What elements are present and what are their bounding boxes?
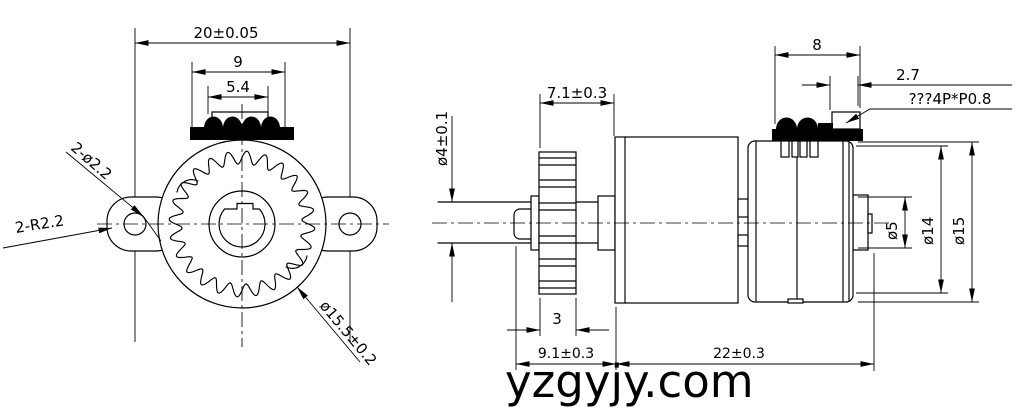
gearbox-bottom-tab [787,298,804,304]
leader-mount-holes-label: 2-ø2.2 [67,138,115,183]
dim-mount-hole-span-label: 20±0.05 [193,24,258,42]
leader-ear-radius-label: 2-R2.2 [14,211,65,236]
dim-shaft-diameter-label: ø4±0.1 [433,111,451,166]
dim-gear-thickness-label: 3 [552,310,562,328]
gear-detail-arc-left [176,179,199,193]
dim-worm-tip-label: 2.7 [896,66,920,84]
dim-worm-tooth-length: 5.4 [207,78,269,114]
dim-gear-to-face: 7.1±0.3 [539,84,615,148]
dim-mount-hole-span: 20±0.05 [135,24,350,46]
dim-worm-length-front-label: 9 [233,53,243,71]
dim-shaft-diameter: ø4±0.1 [433,111,455,302]
dim-cap-diameter: ø15 [858,141,979,303]
dim-body-length: 22±0.3 [616,253,875,371]
dim-body-length-label: 22±0.3 [713,346,765,362]
leader-worm-spec: ???4P*P0.8 [845,90,1012,124]
dim-can-diameter: ø14 [856,145,948,294]
dim-boss-diameter: ø5 [858,196,912,249]
dim-worm-length-side: 8 [774,36,861,124]
seam-tab-lower [737,234,749,247]
worm-gear-side [772,111,863,141]
dim-shaft-length-label: 9.1±0.3 [538,346,594,362]
leader-body-diameter-label: ø15.5±0.2 [316,297,381,369]
dim-worm-tip: 2.7 [802,66,1012,110]
leader-body-diameter: ø15.5±0.2 [296,286,381,369]
watermark-text: yzgyjy.com [505,355,754,408]
rear-boss [852,194,869,251]
seam-tab-upper [737,198,749,218]
dim-worm-tooth-length-label: 5.4 [226,78,250,96]
side-view: ø4±0.1 7.1±0.3 8 2.7 ???4P*P0.8 [432,36,1012,371]
dim-cap-diameter-label: ø15 [950,217,968,245]
dim-worm-length-side-label: 8 [812,36,822,54]
dim-can-diameter-label: ø14 [919,217,937,245]
shaft-d-hole [218,202,266,248]
motor-can [614,136,739,304]
dim-shaft-length: 9.1±0.3 [515,246,617,370]
leader-ear-radius: 2-R2.2 [2,211,113,249]
dim-boss-diameter-label: ø5 [883,221,901,240]
front-view: 20±0.05 9 5.4 [2,24,389,369]
gearbox-housing [747,140,854,304]
gear-detail-arc-right [285,255,308,269]
rear-boss-nub [867,213,873,234]
gearbox-top-slots [780,140,819,158]
dim-worm-length-front: 9 [191,53,286,128]
worm-step-outline [831,111,861,130]
leader-worm-spec-label: ???4P*P0.8 [909,90,992,108]
dim-gear-to-face-label: 7.1±0.3 [547,84,607,102]
dim-gear-thickness: 3 [507,298,609,336]
